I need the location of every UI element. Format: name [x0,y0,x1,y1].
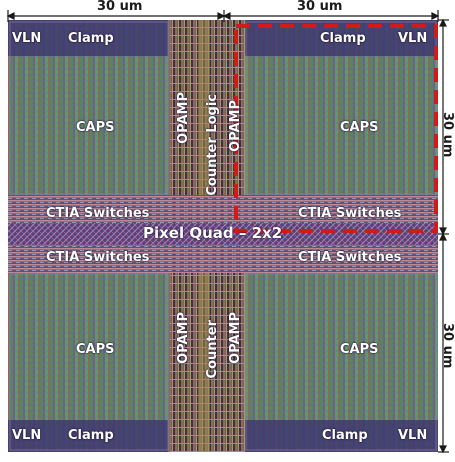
dimension-label-top-right: 30 um [297,0,343,14]
dimension-line-right-top [438,18,449,236]
label-clamp-bottom-left: Clamp [68,428,114,443]
label-clamp-top-left: Clamp [68,31,114,46]
label-opamp-top: OPAMP [176,92,191,144]
dimension-line-top-right [222,10,440,22]
label-ctia-switches-top-left: CTIA Switches [46,206,150,221]
dimension-line-top-left [6,10,226,22]
label-opamp-top-right: OPAMP [228,100,243,152]
label-vln-top-left: VLN [12,31,42,46]
dimension-label-right-top: 30 um [440,112,455,158]
label-ctia-switches-bottom-left: CTIA Switches [46,250,150,265]
single-pixel-highlight [234,24,438,233]
label-vln-bottom-left: VLN [12,428,42,443]
label-counter-logic: Counter Logic [205,94,220,196]
label-caps-top-left: CAPS [76,120,115,135]
label-ctia-switches-top-right: CTIA Switches [298,206,402,221]
label-ctia-switches-bottom-right: CTIA Switches [298,250,402,265]
label-counter: Counter [205,320,220,379]
dimension-label-top-left: 30 um [97,0,143,14]
label-clamp-bottom-right: Clamp [322,428,368,443]
label-pixel-quad: Pixel Quad – 2x2 [143,224,283,242]
dimension-line-right-bottom [438,232,449,454]
label-opamp-bottom-right: OPAMP [228,312,243,364]
label-opamp-bottom: OPAMP [176,312,191,364]
label-caps-bottom-right: CAPS [340,342,379,357]
label-caps-top-right: CAPS [340,120,379,135]
dimension-label-right-bottom: 30 um [440,323,455,369]
label-caps-bottom-left: CAPS [76,342,115,357]
label-clamp-top-right: Clamp [320,31,366,46]
label-vln-top-right: VLN [398,31,428,46]
label-vln-bottom-right: VLN [398,428,428,443]
